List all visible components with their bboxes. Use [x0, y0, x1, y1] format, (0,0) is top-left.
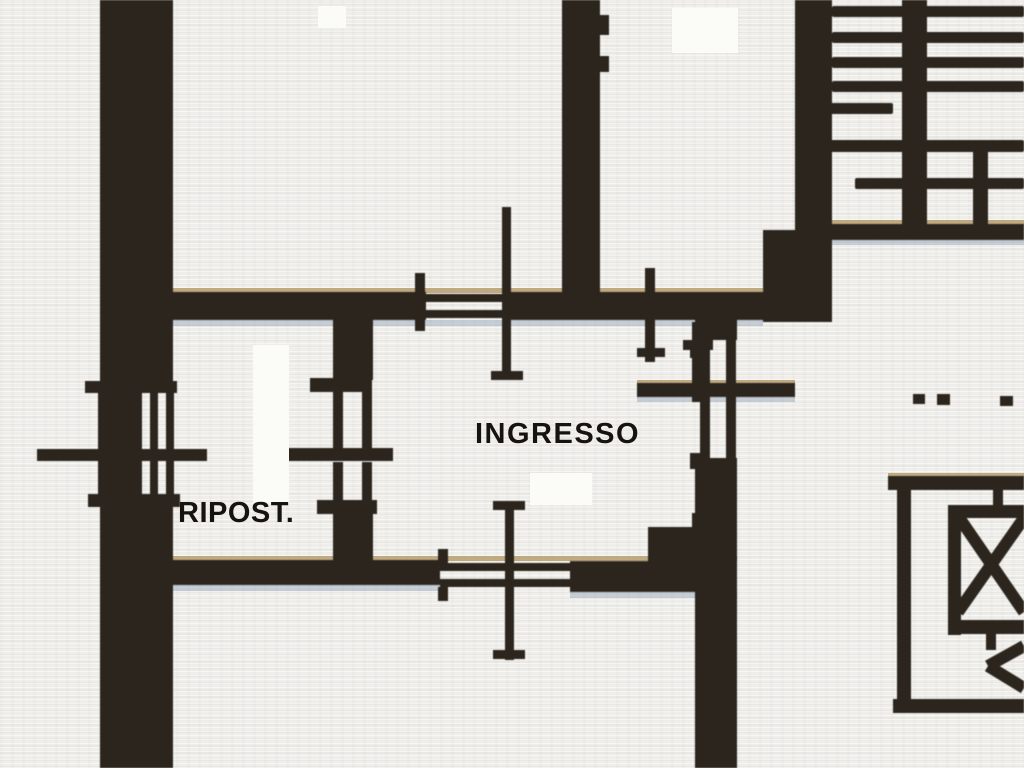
room-label-ripost: RIPOST. [178, 497, 295, 529]
window-tick-bar [88, 494, 180, 507]
scan-fringe-blue [828, 240, 1024, 245]
elevator-outer-left [897, 476, 911, 713]
window-sill-line [37, 449, 207, 461]
whiteout-patch [253, 345, 289, 503]
window-line [726, 338, 736, 458]
stair-tread [832, 57, 1024, 68]
window-tick-bar [310, 378, 372, 392]
window-tick-bar [317, 500, 377, 514]
stair-tread [855, 178, 1024, 189]
window-line [362, 392, 372, 450]
window-line [426, 294, 506, 302]
elevator-connector [986, 634, 996, 650]
scan-fringe-tan [170, 556, 737, 561]
stair-tread [830, 103, 893, 114]
door-jamb-block [648, 527, 700, 565]
wall-top-horizontal-left [170, 292, 426, 320]
tick-mark [692, 322, 703, 402]
ingresso-right-wall-lower [695, 458, 737, 768]
window-line [426, 310, 506, 318]
window-sill-line [285, 448, 393, 461]
corridor-wall-line [637, 383, 795, 397]
stair-tread [832, 81, 1024, 92]
whiteout-patch [318, 6, 346, 28]
tick-mark [493, 501, 525, 510]
tick-mark [438, 587, 448, 601]
room-label-ingresso: INGRESSO [475, 418, 641, 450]
elevator-diagonal [984, 660, 1024, 694]
elevator-inner-top [948, 505, 1024, 518]
wall-bottom-left [170, 560, 440, 585]
window-line [166, 461, 174, 497]
scan-fringe-blue [637, 397, 795, 402]
elevator-diagonal [953, 514, 1024, 616]
scan-fringe-tan [637, 380, 795, 384]
tick-mark [438, 549, 448, 563]
window-line [333, 392, 343, 450]
scan-fringe-blue [570, 592, 737, 598]
tick-mark [692, 513, 703, 531]
window-line [150, 393, 158, 449]
elevator-inner-bottom [948, 620, 1024, 634]
ripost-right-wall-upper [333, 300, 373, 380]
tick-mark [645, 268, 655, 362]
tick-mark [491, 371, 523, 380]
window-line [166, 393, 174, 449]
window-line [333, 462, 343, 514]
scan-fringe-tan [170, 288, 763, 293]
whiteout-patch [530, 473, 592, 505]
dashed-line-segment [1000, 396, 1013, 406]
exterior-wall-left-window-leaf [98, 382, 142, 505]
staircase-left-wall [795, 0, 832, 232]
exterior-wall-left-upper [100, 0, 173, 382]
scan-fringe-tan [888, 473, 1024, 477]
whiteout-patch [672, 8, 738, 53]
exterior-wall-left-lower [100, 505, 173, 768]
door-centerline-upper [502, 207, 511, 380]
ripost-right-wall-lower [333, 514, 373, 564]
staircase-right-wall [973, 148, 988, 240]
dashed-line-segment [937, 394, 950, 405]
tick-mark [415, 273, 425, 331]
wall-bump [600, 15, 609, 35]
window-line [700, 338, 710, 458]
dashed-line-segment [913, 394, 925, 404]
ingresso-right-wall-stub [695, 320, 737, 340]
elevator-connector [993, 490, 1003, 505]
staircase-corner-block [763, 230, 832, 322]
window-tick-bar [85, 381, 177, 393]
tick-mark [637, 348, 665, 357]
scan-fringe-blue [170, 585, 440, 591]
wall-bump [600, 56, 609, 72]
tick-mark [493, 650, 525, 659]
tick-mark [690, 453, 702, 469]
window-line [150, 461, 158, 497]
elevator-outer-top [888, 476, 1024, 490]
elevator-outer-bottom [893, 699, 1024, 713]
window-line [362, 462, 372, 514]
scan-fringe-blue [170, 320, 763, 326]
stair-tread [828, 140, 1024, 152]
wall-vertical-upper-middle [562, 0, 600, 292]
wall-top-horizontal-right [506, 292, 763, 320]
stair-tread [832, 32, 1024, 43]
stair-tread [832, 6, 1024, 17]
door-centerline-lower [505, 503, 514, 660]
